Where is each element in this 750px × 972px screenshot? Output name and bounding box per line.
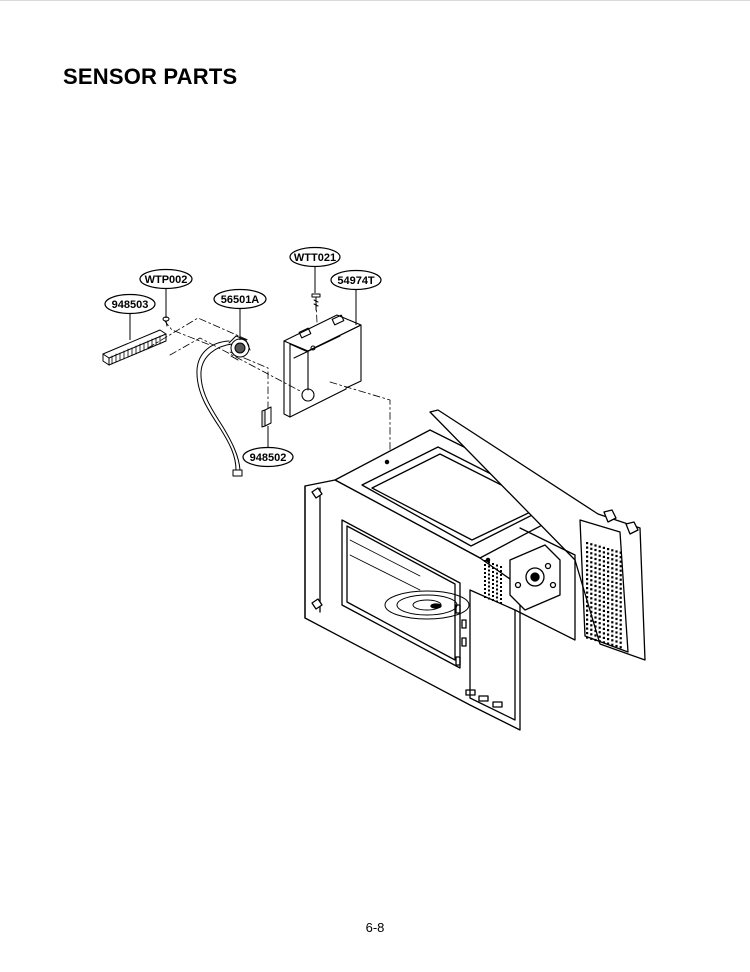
callout-54974t: 54974T [330, 269, 382, 291]
page-title: SENSOR PARTS [63, 64, 238, 89]
svg-text:948502: 948502 [250, 452, 287, 464]
part-wtt021-screw [311, 293, 321, 311]
svg-text:WTP002: WTP002 [145, 274, 188, 286]
page-number: 6-8 [365, 920, 385, 935]
rear-side-housing [429, 409, 646, 661]
microwave-cavity-frame [304, 429, 581, 731]
part-948502-connector [261, 406, 272, 428]
callout-948503: 948503 [104, 293, 156, 315]
svg-text:54974T: 54974T [337, 275, 375, 287]
svg-text:56501A: 56501A [221, 294, 260, 306]
callout-948502: 948502 [242, 446, 294, 468]
svg-text:948503: 948503 [112, 299, 149, 311]
callout-56501a: 56501A [213, 288, 267, 310]
part-948503-sensor-bar [102, 329, 167, 366]
part-56501a-sensor [196, 335, 251, 477]
part-wtp002-screw [162, 316, 170, 327]
leader-lines [129, 266, 357, 448]
vent-pattern [484, 542, 622, 649]
part-54974t-bracket [283, 314, 362, 418]
callout-wtt021: WTT021 [289, 246, 341, 268]
callout-wtp002: WTP002 [139, 268, 193, 290]
top-rule [0, 0, 750, 1]
svg-text:WTT021: WTT021 [294, 252, 336, 264]
